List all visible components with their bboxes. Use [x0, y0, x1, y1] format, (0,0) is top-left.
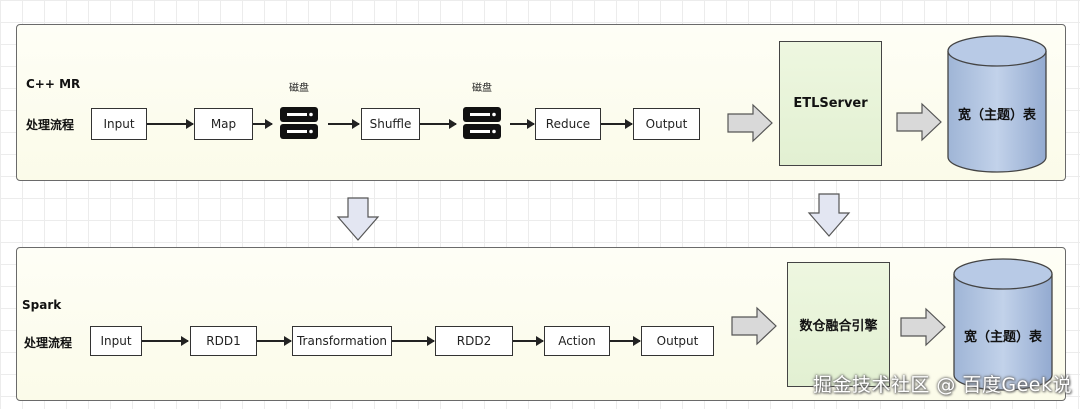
bottom-transformation-node: Transformation	[292, 326, 392, 356]
top-output-node: Output	[633, 108, 700, 140]
bottom-rdd2-node: RDD2	[435, 326, 513, 356]
bottom-panel	[16, 247, 1066, 401]
etl-server-box: ETLServer	[779, 41, 882, 166]
cylinder-icon	[947, 35, 1047, 173]
top-panel-title: C++ MR	[26, 77, 81, 91]
arrow-input-map	[147, 119, 194, 129]
block-arrow-right-icon	[900, 307, 946, 347]
bottom-panel-title: Spark	[22, 298, 62, 312]
block-arrow-down-icon	[807, 193, 851, 237]
block-arrow-down-icon	[336, 197, 380, 241]
arrow-input-rdd1	[142, 336, 189, 346]
top-reduce-node: Reduce	[535, 108, 601, 140]
bottom-input-node: Input	[90, 326, 142, 356]
bottom-table-label: 宽（主题）表	[963, 329, 1042, 345]
watermark: 掘金技术社区 @ 百度Geek说	[812, 374, 1072, 396]
bottom-process-label: 处理流程	[24, 336, 73, 350]
disk1-label: 磁盘	[289, 83, 309, 94]
top-input-node: Input	[91, 108, 147, 140]
block-arrow-right-icon	[731, 306, 777, 346]
arrow-map-disk	[253, 119, 273, 129]
arrow-rdd1-transformation	[257, 336, 292, 346]
cylinder-icon	[953, 258, 1053, 391]
disk2-label: 磁盘	[472, 83, 492, 94]
bottom-output-node: Output	[641, 326, 714, 356]
bottom-action-node: Action	[544, 326, 610, 356]
arrow-disk-reduce	[510, 119, 535, 129]
arrow-shuffle-disk	[420, 119, 457, 129]
block-arrow-right-icon	[727, 103, 773, 143]
disk-icon	[280, 107, 318, 139]
top-panel	[16, 24, 1066, 181]
bottom-rdd1-node: RDD1	[190, 326, 257, 356]
top-table-label: 宽（主题）表	[957, 107, 1036, 123]
arrow-rdd2-action	[513, 336, 544, 346]
disk-icon	[463, 107, 501, 139]
block-arrow-right-icon	[896, 102, 942, 142]
top-process-label: 处理流程	[26, 118, 75, 132]
arrow-action-output	[610, 336, 641, 346]
top-map-node: Map	[194, 108, 253, 140]
fusion-engine-box: 数仓融合引擎	[787, 262, 890, 387]
arrow-reduce-output	[601, 119, 633, 129]
top-shuffle-node: Shuffle	[361, 108, 420, 140]
arrow-transformation-rdd2	[392, 336, 435, 346]
arrow-disk-shuffle	[328, 119, 360, 129]
